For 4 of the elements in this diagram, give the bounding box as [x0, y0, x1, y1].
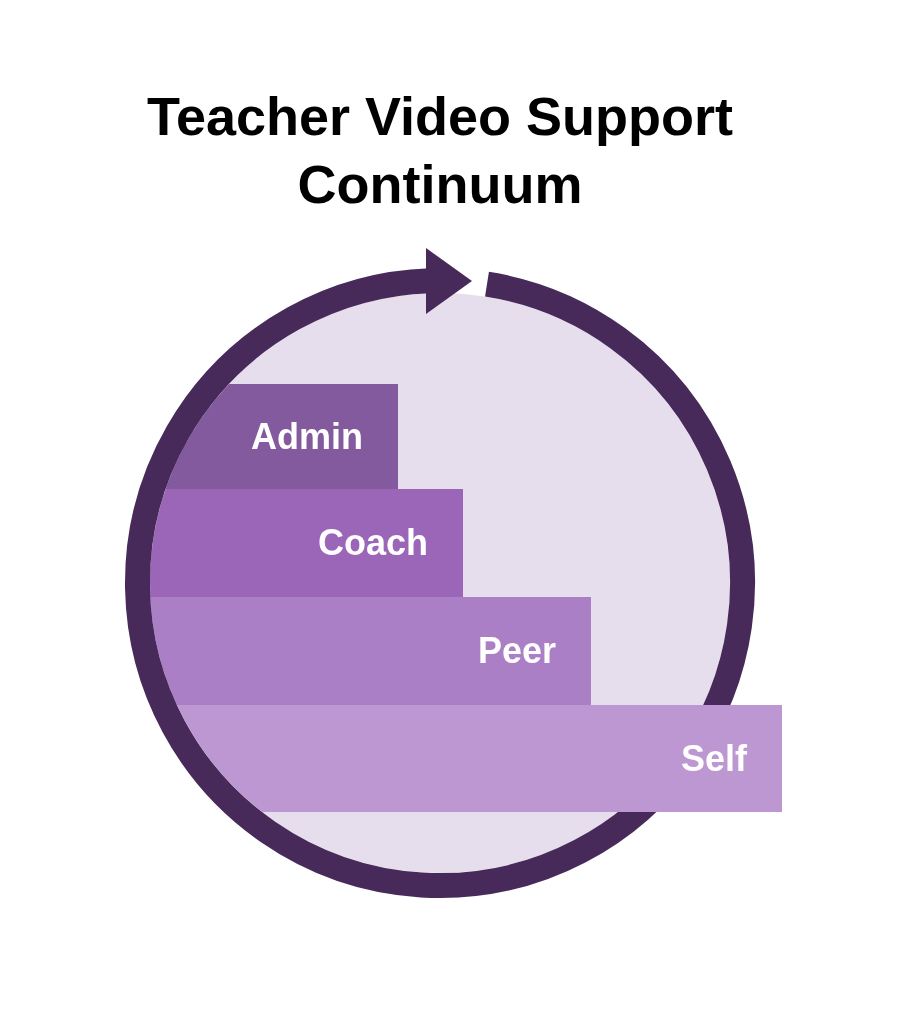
- level-bar: Coach: [150, 489, 463, 597]
- level-bar: Peer: [150, 597, 591, 705]
- level-bar: Self: [177, 705, 782, 812]
- diagram-title: Teacher Video Support Continuum: [145, 85, 735, 216]
